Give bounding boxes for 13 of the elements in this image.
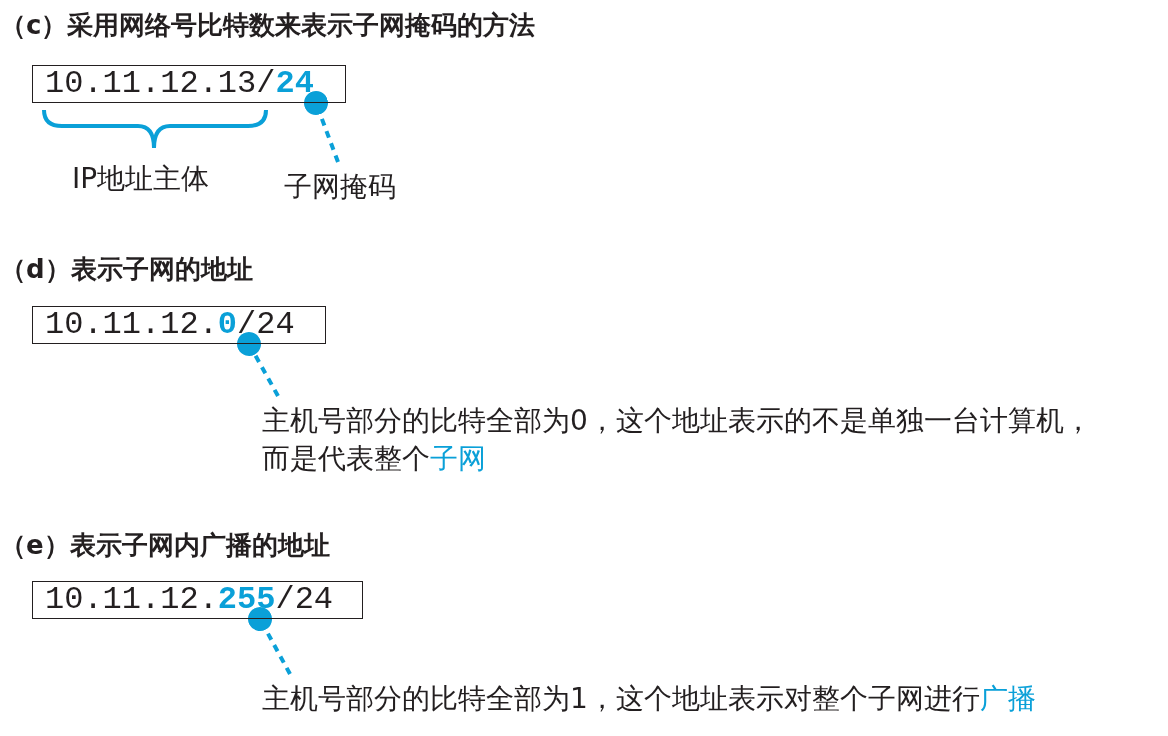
leader-line: [248, 607, 292, 675]
brace-label: IP地址主体: [72, 161, 210, 197]
section-heading: （e）表示子网内广播的地址: [0, 529, 330, 562]
address-box: 10.11.12.255/24: [32, 581, 363, 619]
section-heading: （d）表示子网的地址: [0, 253, 253, 286]
section-heading: （c）采用网络号比特数来表示子网掩码的方法: [0, 9, 536, 42]
annotation-text: 子网掩码: [284, 168, 396, 206]
annotation-text: 主机号部分的比特全部为1，这个地址表示对整个子网进行广播: [262, 680, 1142, 718]
leader-line: [237, 332, 280, 397]
address-box: 10.11.12.0/24: [32, 306, 326, 344]
address-box: 10.11.12.13/24: [32, 65, 346, 103]
annotation-text: 主机号部分的比特全部为0，这个地址表示的不是单独一台计算机，而是代表整个子网: [262, 402, 1112, 478]
leader-line: [304, 91, 340, 163]
